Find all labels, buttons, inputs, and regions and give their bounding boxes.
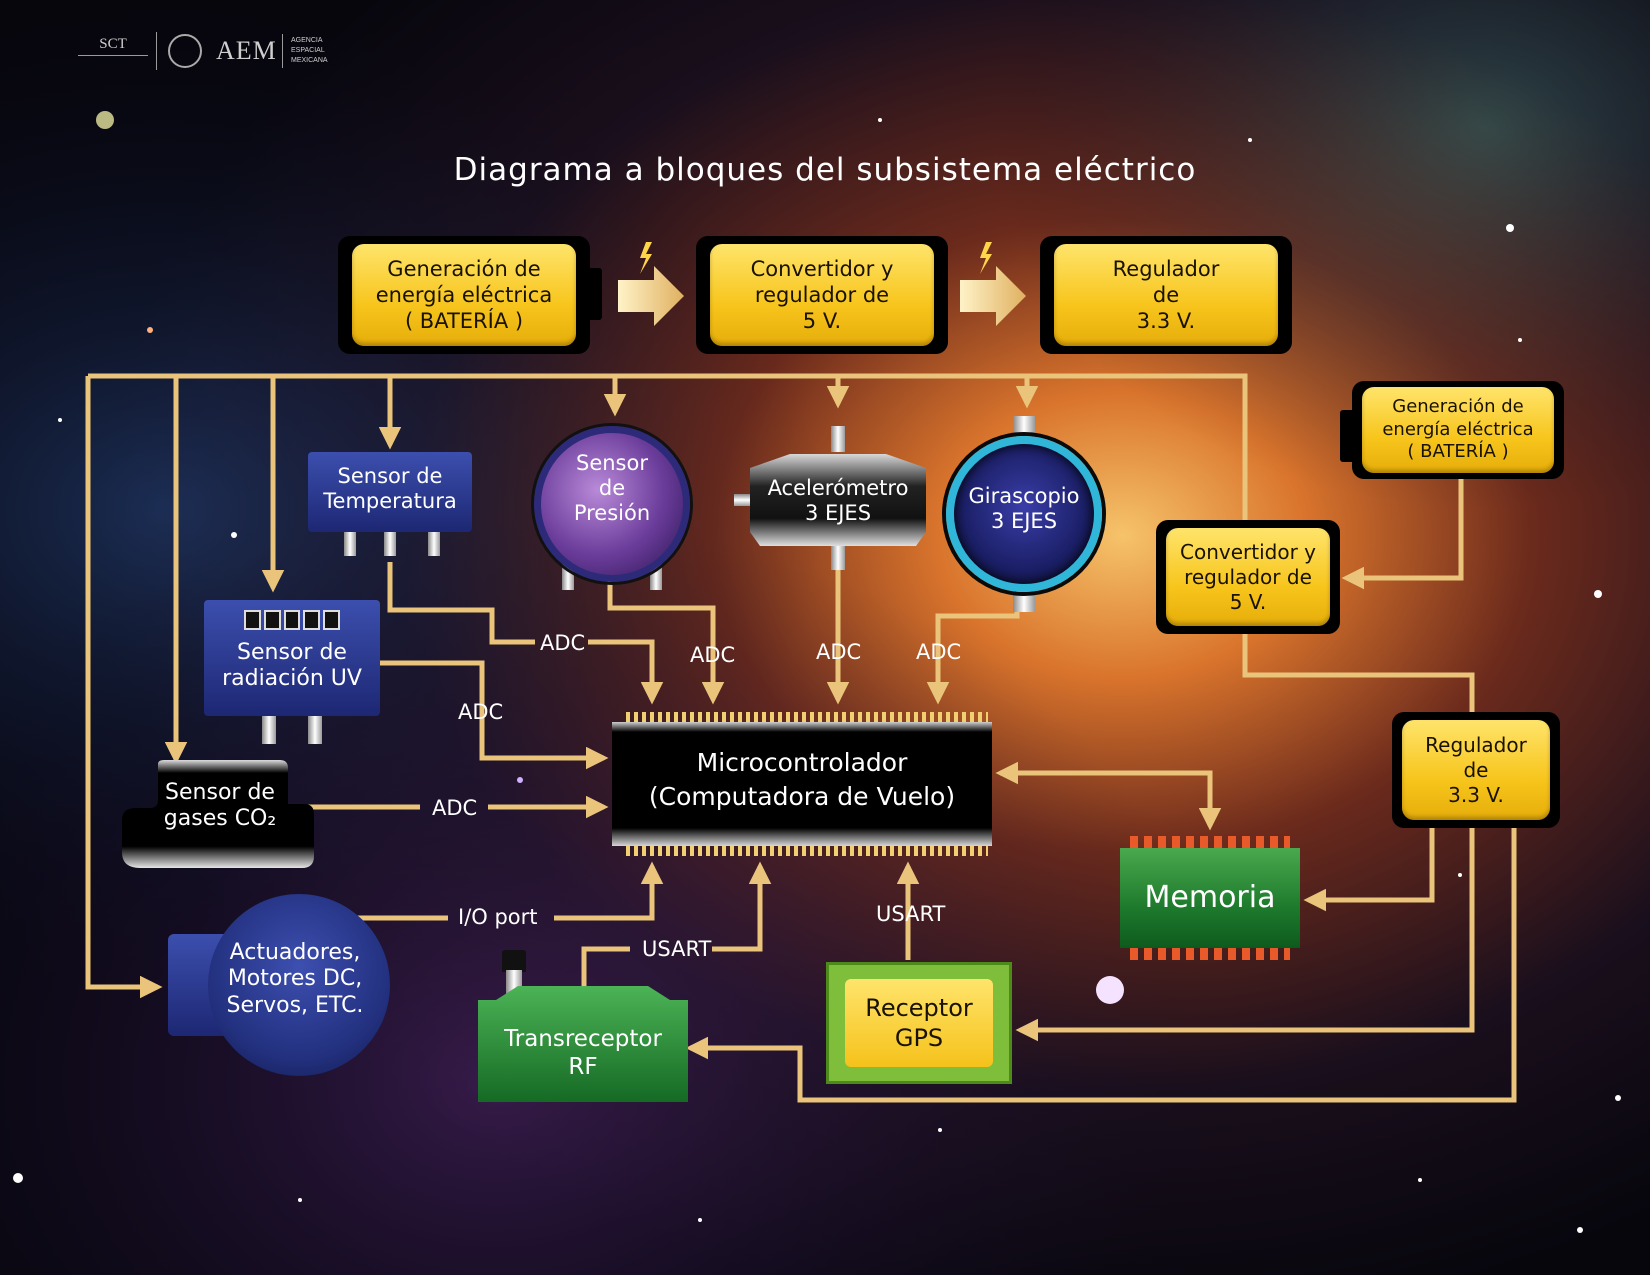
- memory-chip: Memoria: [1120, 848, 1300, 948]
- wire-bus-actuators: [85, 376, 163, 999]
- lightning-icon: [980, 242, 992, 274]
- mcu-pins-top: [626, 712, 988, 724]
- logo-divider: [156, 32, 157, 70]
- battery-terminal-icon: [588, 268, 602, 320]
- logo-aem-subtitle: AGENCIA ESPACIAL MEXICANA: [291, 37, 328, 64]
- right-converter-box: Convertidor y regulador de 5 V.: [1156, 520, 1340, 634]
- wire-bat-converter: [1341, 474, 1464, 590]
- top-battery-box: Generación de energía eléctrica ( BATERÍ…: [338, 236, 590, 354]
- adc-label-co2: ADC: [432, 796, 478, 820]
- sensor-pin: [428, 532, 440, 556]
- lightning-icon: [640, 242, 652, 274]
- chain-arrow-2: [960, 266, 1026, 326]
- wire-reg-memory: [1303, 828, 1435, 912]
- adc-label-temperature: ADC: [540, 631, 586, 655]
- logo-sct-text: SCT: [99, 36, 127, 52]
- uv-sensor: Sensor de radiación UV: [204, 600, 380, 716]
- wire-reg-rf: [685, 828, 1517, 1103]
- wire-uv-adc: [380, 660, 609, 770]
- chain-arrow-1: [618, 266, 684, 326]
- wire-reg-gps: [1015, 828, 1475, 1042]
- usart-label-rf: USART: [642, 937, 712, 961]
- adc-label-gyroscope: ADC: [916, 640, 962, 664]
- wire-temp-adc-b: [588, 639, 664, 705]
- wire-gyro-adc: [926, 612, 1020, 705]
- co2-sensor: [122, 760, 314, 868]
- top-converter-box: Convertidor y regulador de 5 V.: [696, 236, 948, 354]
- gyroscope-sensor: Girascopio 3 EJES: [946, 436, 1102, 592]
- rf-label: Transreceptor RF: [504, 1026, 662, 1080]
- memory-pins-top: [1130, 836, 1290, 850]
- sensor-pin: [831, 540, 845, 570]
- mcu-pins-bottom: [626, 844, 988, 856]
- usart-label-gps: USART: [876, 902, 946, 926]
- logo-sct: SCT: [78, 36, 148, 70]
- gps-receiver: Receptor GPS: [826, 962, 1012, 1084]
- logo-aem-text: AEM: [216, 36, 277, 65]
- sensor-pin: [384, 532, 396, 556]
- accelerometer-label: Acelerómetro 3 EJES: [767, 476, 909, 526]
- page-title: Diagrama a bloques del subsistema eléctr…: [453, 152, 1197, 188]
- right-regulator-box: Regulador de 3.3 V.: [1392, 712, 1560, 828]
- rf-transceiver: [478, 986, 688, 1102]
- adc-label-accelerometer: ADC: [816, 640, 862, 664]
- sensor-pin: [344, 532, 356, 556]
- logo-divider-2: [282, 34, 283, 68]
- temperature-sensor: Sensor de Temperatura: [308, 452, 472, 532]
- adc-label-uv: ADC: [458, 700, 504, 724]
- sensor-pin: [734, 494, 754, 506]
- microcontroller: Microcontrolador (Computadora de Vuelo): [612, 722, 992, 846]
- wire-rf-usart-a: [581, 946, 630, 986]
- co2-label: Sensor de gases CO₂: [163, 780, 277, 832]
- antenna-icon: [502, 950, 526, 972]
- sensor-pin: [308, 716, 322, 744]
- top-regulator-box: Regulador de 3.3 V.: [1040, 236, 1292, 354]
- actuators-motor: [208, 894, 390, 1076]
- memory-pins-bottom: [1130, 946, 1290, 960]
- power-bus-top: [88, 373, 1248, 522]
- wire-rf-usart-b: [712, 861, 772, 952]
- wire-converter-regulator: [1242, 630, 1475, 712]
- actuators-label: Actuadores, Motores DC, Servos, ETC.: [226, 940, 364, 1018]
- wire-actuators-io-b: [554, 861, 664, 921]
- sensor-pin: [262, 716, 276, 744]
- wire-temp-adc-a: [387, 562, 535, 645]
- sensor-pin: [831, 426, 845, 452]
- adc-label-pressure: ADC: [690, 643, 736, 667]
- io-port-label: I/O port: [458, 905, 538, 929]
- seal-icon: [168, 34, 202, 68]
- wire-mcu-memory: [995, 761, 1213, 813]
- pressure-sensor: Sensor de Presión: [534, 426, 690, 582]
- uv-window-icon: [244, 610, 340, 630]
- wire-pressure-adc: [607, 580, 725, 705]
- accelerometer-sensor: [750, 454, 926, 546]
- right-battery-box: Generación de energía eléctrica ( BATERÍ…: [1352, 381, 1564, 479]
